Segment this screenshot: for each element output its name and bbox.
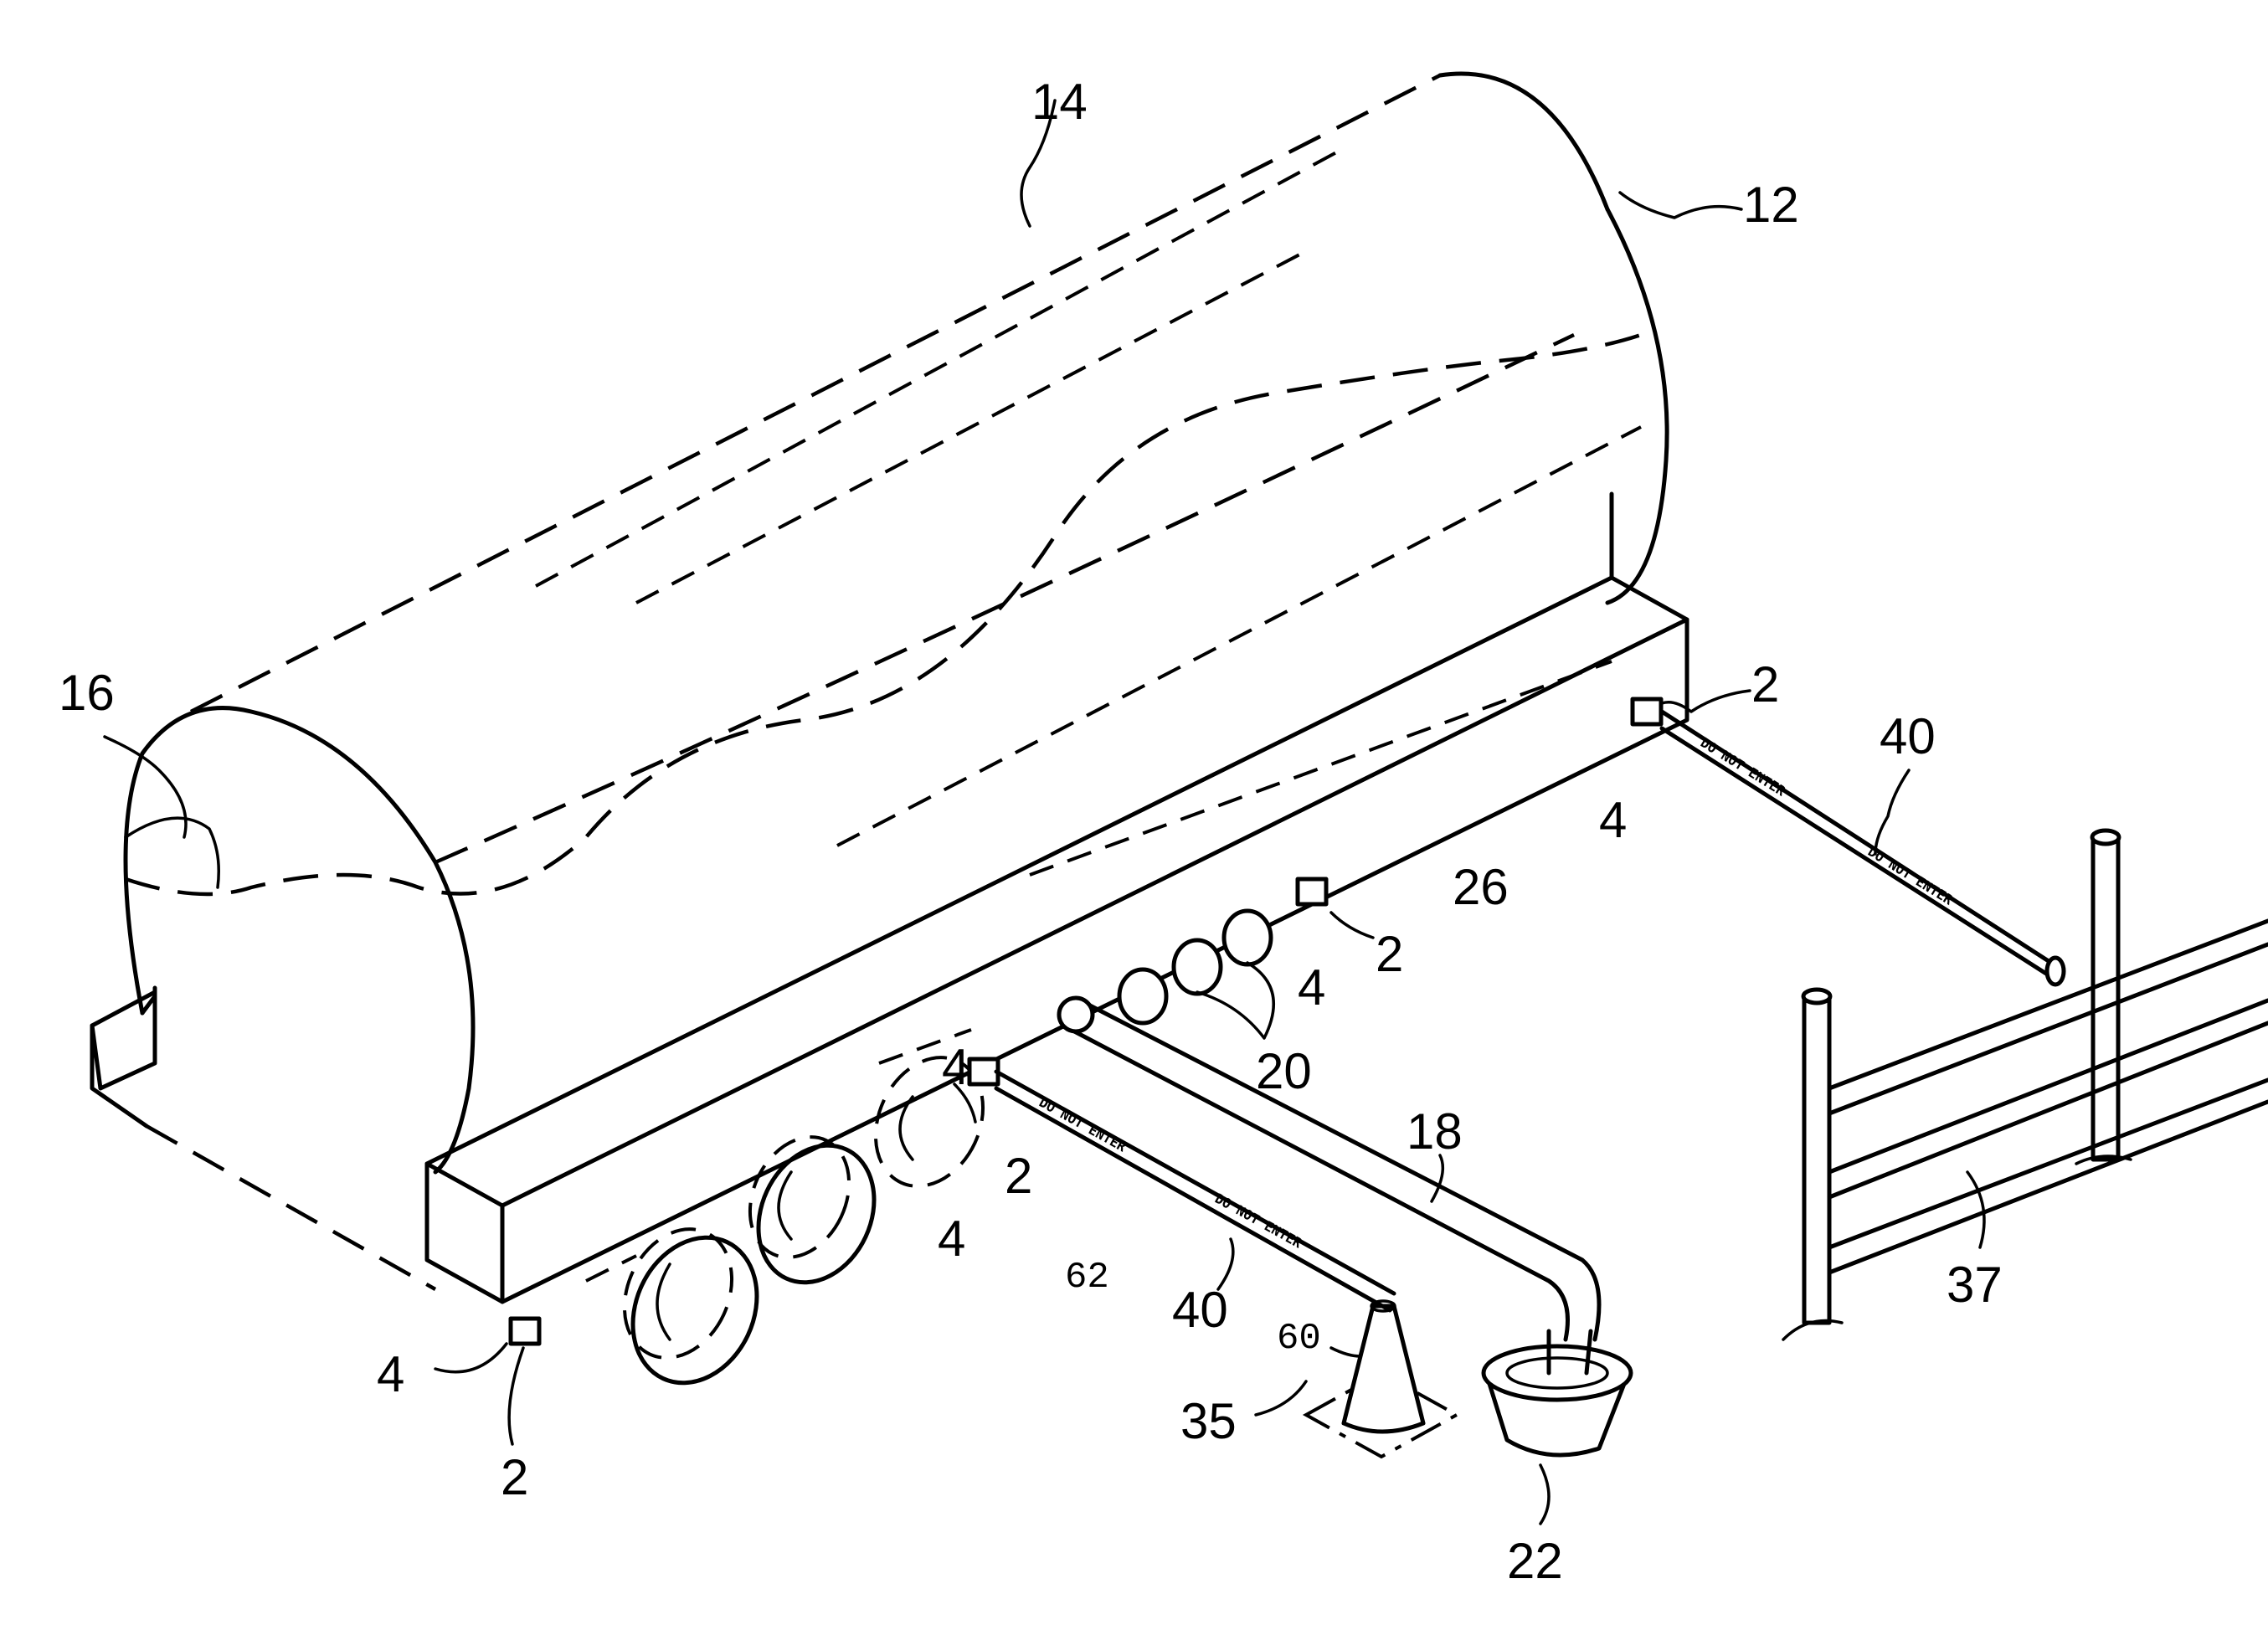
tape-text-front: DO NOT ENTER: [1036, 1094, 1129, 1155]
label-2-front-mid: 2: [1005, 1148, 1032, 1204]
label-4-front-mid: 4: [942, 1039, 969, 1095]
chassis-frame: [92, 494, 1687, 1302]
leader-lines: [105, 100, 1984, 1524]
label-26: 26: [1453, 859, 1509, 915]
traffic-cone: [1306, 1301, 1457, 1457]
discharge-valves: [1119, 911, 1271, 1023]
tape-text-right-2: DO NOT ENTER: [1865, 843, 1956, 908]
label-22: 22: [1507, 1533, 1563, 1589]
label-40-front: 40: [1172, 1282, 1228, 1338]
label-18: 18: [1407, 1103, 1463, 1160]
fence: [1783, 830, 2268, 1340]
label-60: 60: [1277, 1318, 1321, 1360]
label-14: 14: [1031, 74, 1088, 130]
label-4-left: 4: [377, 1346, 404, 1402]
label-4-rear-right: 4: [1599, 792, 1627, 848]
label-20: 20: [1256, 1043, 1312, 1099]
label-37: 37: [1947, 1257, 2003, 1313]
label-2-rear-right: 2: [1751, 656, 1779, 712]
label-12: 12: [1743, 177, 1799, 233]
label-16: 16: [59, 665, 115, 721]
tank-body: [126, 74, 1667, 1172]
label-4-front-mid2: 4: [938, 1211, 965, 1267]
tape-text-right: DO NOT ENTER: [1698, 734, 1788, 800]
label-2-left: 2: [501, 1449, 528, 1505]
reference-numerals: 14 12 16 2 40 4 26 2 4 20 18 4 2 4 62 40…: [59, 74, 2003, 1589]
label-40-right: 40: [1880, 708, 1936, 764]
label-4-mid: 4: [1298, 959, 1325, 1016]
label-35: 35: [1180, 1393, 1237, 1449]
tape-text-front-2: DO NOT ENTER: [1212, 1190, 1305, 1252]
catch-bucket: [1484, 1331, 1631, 1455]
label-2-mid: 2: [1376, 926, 1403, 982]
label-62: 62: [1065, 1257, 1109, 1298]
